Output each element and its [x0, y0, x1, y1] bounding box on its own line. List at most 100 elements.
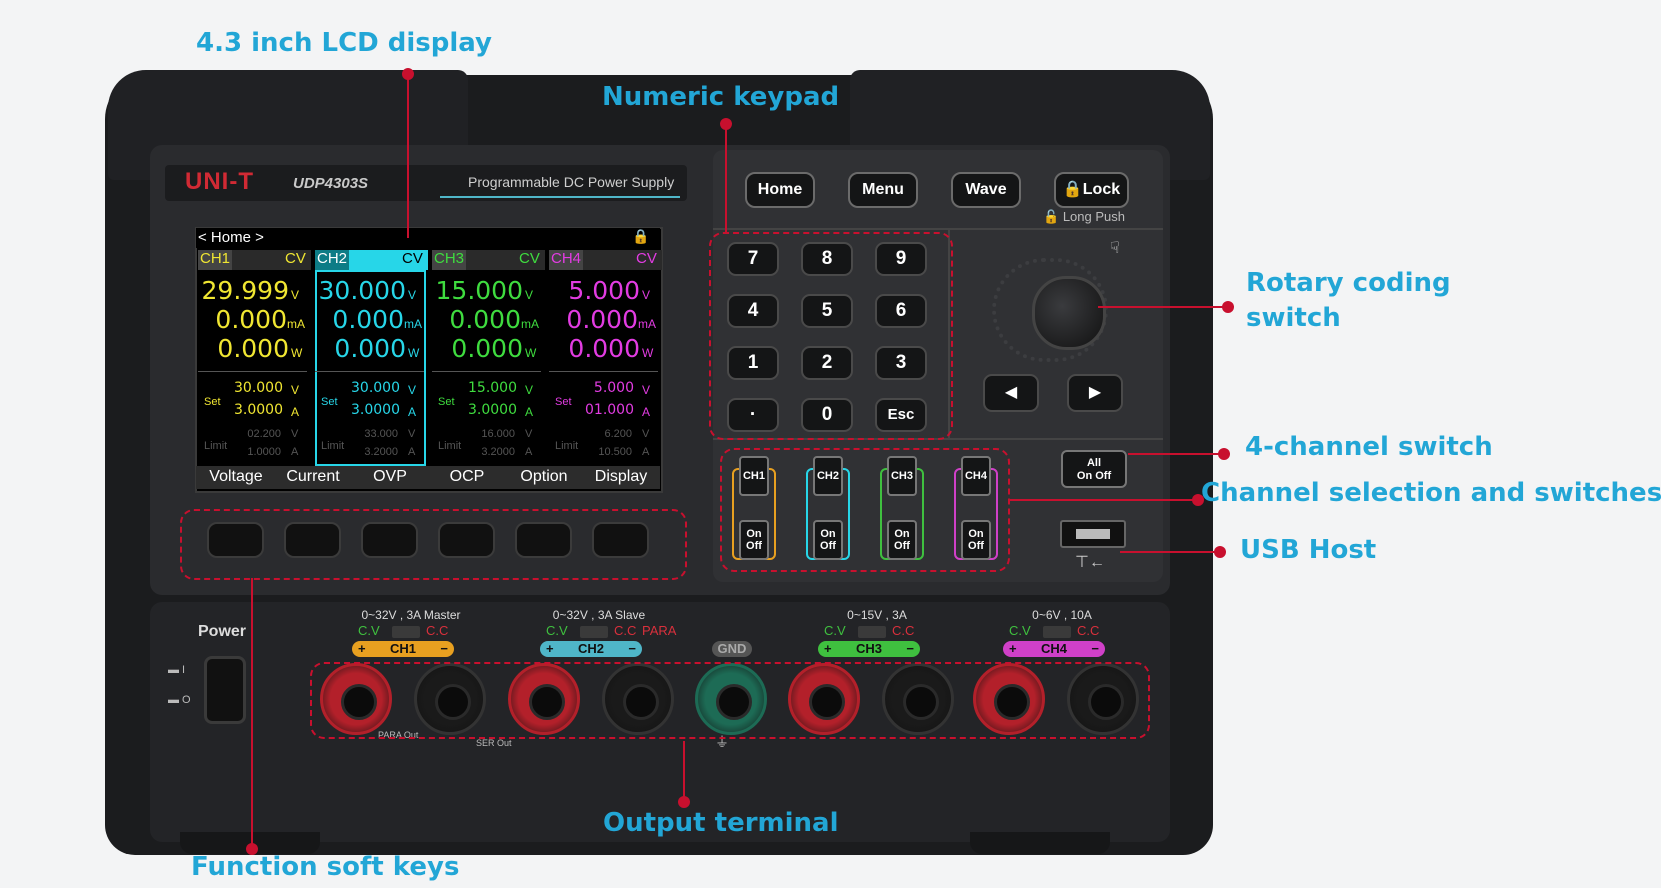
terminal-ch3-negative[interactable] — [882, 663, 954, 735]
key-9[interactable]: 9 — [875, 242, 927, 276]
four-ch-leader — [1128, 453, 1224, 455]
limit-current-unit: A — [642, 446, 650, 458]
limit-voltage-unit: V — [525, 428, 533, 440]
limit-current: 3.2000 — [481, 446, 515, 458]
limit-current-unit: A — [291, 446, 299, 458]
minus-sign: − — [906, 641, 914, 656]
usb-dot — [1214, 546, 1226, 558]
model-name: UDP4303S — [293, 175, 369, 192]
key-2[interactable]: 2 — [801, 346, 853, 380]
channel-mode-ch4: CV — [636, 250, 657, 267]
softkey-display[interactable] — [592, 522, 649, 558]
home-button[interactable]: Home — [745, 172, 815, 208]
power-unit: W — [642, 346, 654, 360]
set-voltage-unit: V — [642, 383, 651, 397]
key-esc[interactable]: Esc — [875, 398, 927, 432]
terminal-socket — [1088, 684, 1124, 720]
ser-out-label: SER Out — [476, 738, 512, 748]
on-label: On — [746, 528, 762, 540]
softkey-label-display: Display — [594, 468, 648, 485]
lock-button[interactable]: 🔒Lock — [1054, 172, 1129, 208]
terminal-socket — [529, 684, 565, 720]
key-5[interactable]: 5 — [801, 294, 853, 328]
key-6[interactable]: 6 — [875, 294, 927, 328]
limit-current-unit: A — [408, 446, 416, 458]
ch-select-dot — [1192, 494, 1204, 506]
softkey-current[interactable] — [284, 522, 341, 558]
terminal-socket — [341, 684, 377, 720]
rotary-knob[interactable] — [1032, 276, 1106, 350]
softkey-option[interactable] — [515, 522, 572, 558]
gnd-tag: GND — [712, 641, 752, 657]
current-unit: mA — [404, 317, 422, 331]
set-voltage: 30.000 — [234, 380, 283, 396]
usb-port[interactable] — [1060, 520, 1126, 548]
key-4[interactable]: 4 — [727, 294, 779, 328]
right-arrow-button[interactable]: ▶ — [1067, 374, 1123, 412]
limit-voltage: 16.000 — [481, 428, 515, 440]
ch3-select-button[interactable]: CH3 — [887, 456, 917, 496]
set-current-unit: A — [642, 405, 651, 419]
key-panel — [713, 150, 1163, 582]
terminal-ch3-positive[interactable] — [788, 663, 860, 735]
ch4-select-button[interactable]: CH4 — [961, 456, 991, 496]
softkey-voltage[interactable] — [207, 522, 264, 558]
cv-cc-led — [392, 626, 420, 638]
long-push-label: 🔓 Long Push — [1043, 209, 1125, 224]
limit-voltage: 02.200 — [247, 428, 281, 440]
brand-logo: UNI-T — [185, 168, 254, 195]
lock-icon: 🔒 — [1062, 181, 1083, 198]
terminal-ch2-negative[interactable] — [602, 663, 674, 735]
output-dot — [678, 796, 690, 808]
terminal-ch4-negative[interactable] — [1067, 663, 1139, 735]
menu-button[interactable]: Menu — [848, 172, 918, 208]
terminal-gnd[interactable] — [695, 663, 767, 735]
channel-tag-ch3: +CH3− — [818, 641, 920, 657]
key-dot[interactable]: · — [727, 398, 779, 432]
ch1-select-button[interactable]: CH1 — [739, 456, 769, 496]
key-3[interactable]: 3 — [875, 346, 927, 380]
power-off-icon: ▬ O — [168, 694, 191, 706]
limit-voltage-unit: V — [408, 428, 416, 440]
keypad-highlight — [709, 232, 953, 440]
softkey-ocp[interactable] — [438, 522, 495, 558]
minus-sign: − — [440, 641, 448, 656]
power-readout: 0.000 — [334, 334, 406, 363]
terminal-ch1-negative[interactable] — [414, 663, 486, 735]
softkey-ovp[interactable] — [361, 522, 418, 558]
output-spec-ch1: 0~32V , 3A Master — [361, 608, 461, 622]
screen-title: < Home > — [198, 229, 264, 246]
channel-divider — [315, 371, 424, 372]
tag-label: CH3 — [855, 641, 882, 656]
cv-indicator: C.V — [1009, 623, 1031, 638]
key-8[interactable]: 8 — [801, 242, 853, 276]
terminal-socket — [903, 684, 939, 720]
cc-indicator: C.C — [892, 623, 915, 638]
left-arrow-button[interactable]: ◀ — [983, 374, 1039, 412]
limit-current: 10.500 — [598, 446, 632, 458]
usb-icon: ⊤← — [1075, 554, 1105, 571]
terminal-socket — [435, 684, 471, 720]
current-readout: 0.000 — [215, 305, 287, 334]
tag-label: CH2 — [577, 641, 604, 656]
key-7[interactable]: 7 — [727, 242, 779, 276]
terminal-ch1-positive[interactable] — [320, 663, 392, 735]
ch2-select-button[interactable]: CH2 — [813, 456, 843, 496]
power-switch[interactable] — [204, 656, 246, 724]
on-label: On — [820, 528, 836, 540]
wave-button[interactable]: Wave — [951, 172, 1021, 208]
key-1[interactable]: 1 — [727, 346, 779, 380]
terminal-ch2-positive[interactable] — [508, 663, 580, 735]
key-0[interactable]: 0 — [801, 398, 853, 432]
voltage-readout: 29.999 — [201, 276, 289, 305]
right-foot — [970, 832, 1110, 854]
power-unit: W — [408, 346, 420, 360]
all-on-off-button[interactable]: All On Off — [1061, 450, 1127, 488]
plus-sign: + — [358, 641, 366, 656]
terminal-ch4-positive[interactable] — [973, 663, 1045, 735]
set-voltage-unit: V — [291, 383, 300, 397]
